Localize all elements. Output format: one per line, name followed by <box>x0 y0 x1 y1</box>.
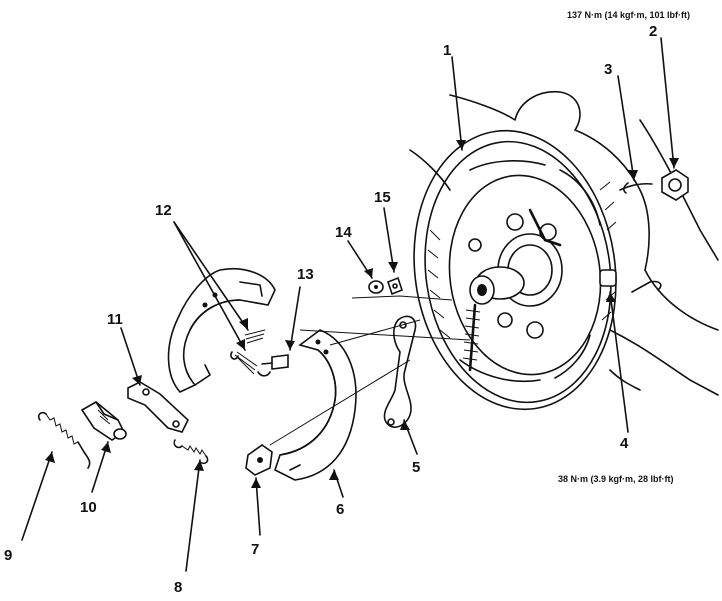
callout-6: 6 <box>336 501 344 518</box>
callout-13: 13 <box>297 266 314 283</box>
hub-assembly <box>462 208 563 372</box>
callout-14: 14 <box>335 224 352 241</box>
alignment-line-a <box>351 295 453 301</box>
callout-12: 12 <box>155 202 172 219</box>
clip-15 <box>387 276 403 296</box>
suspension-knuckle-silhouette <box>409 91 719 396</box>
backing-plate <box>413 129 617 411</box>
torque-spec-bolt: 38 N·m (3.9 kgf·m, 28 lbf·ft) <box>558 474 674 484</box>
callout-9: 9 <box>4 547 12 564</box>
return-spring-8 <box>173 439 209 465</box>
adjuster-assembly-10 <box>80 401 127 441</box>
pin-13 <box>261 354 289 370</box>
callout-15: 15 <box>374 189 391 206</box>
adjuster-7 <box>245 444 273 476</box>
alignment-line-d <box>299 329 471 341</box>
alignment-line-b <box>329 319 421 346</box>
callout-2: 2 <box>649 23 657 40</box>
cotter-pin-3 <box>619 182 653 194</box>
callout-5: 5 <box>412 459 420 476</box>
callout-11: 11 <box>107 311 123 328</box>
spring-9 <box>37 411 91 469</box>
nut-2 <box>661 169 689 201</box>
shoe-springs-12 <box>230 329 271 377</box>
alignment-line-c <box>269 359 411 446</box>
brake-shoe-6 <box>274 329 357 481</box>
callout-3: 3 <box>604 61 612 78</box>
callout-4: 4 <box>620 435 629 452</box>
callout-10: 10 <box>80 499 97 516</box>
washer-14 <box>368 280 384 294</box>
brake-shoe-12 <box>167 267 276 393</box>
callout-8: 8 <box>174 579 182 596</box>
strut-11 <box>127 381 189 433</box>
parking-lever-5 <box>383 315 417 428</box>
bolt-4 <box>599 269 662 293</box>
leader-lines <box>21 37 679 572</box>
callout-1: 1 <box>443 42 451 59</box>
torque-spec-nut: 137 N·m (14 kgf·m, 101 lbf·ft) <box>567 10 690 20</box>
callout-7: 7 <box>251 541 259 558</box>
